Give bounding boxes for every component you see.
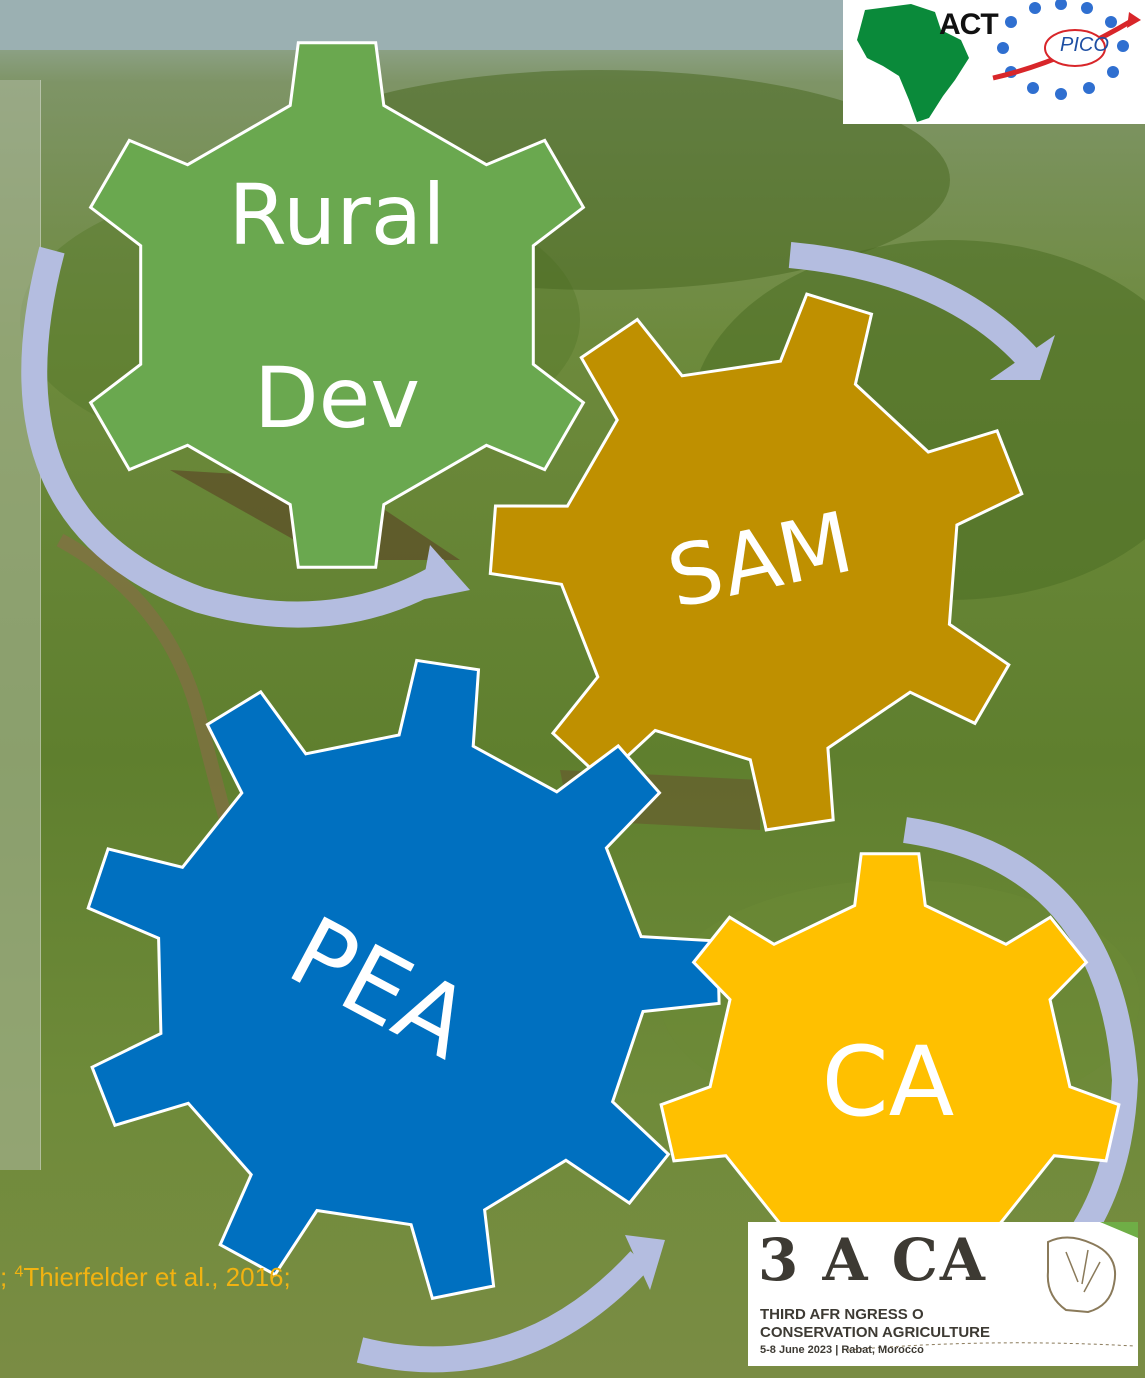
gear-label-dev: Dev [253,349,421,447]
reference-superscript: 4 [14,1263,24,1281]
act-logo-text: ACT [939,8,999,41]
act-pico-logo: ACT PICO [843,0,1145,124]
gear-label-rural: Rural [228,166,446,264]
reference-body: Thierfelder et al., 2016; [23,1262,291,1292]
reference-prefix: ; [0,1262,15,1292]
arrow-top-right-head [990,335,1055,380]
3acca-title: 3 A CA [758,1226,987,1294]
3acca-line-2: CONSERVATION AGRICULTURE [760,1324,991,1341]
3acca-congress-logo: 3 A CA THIRD AFR NGRESS O CONSERVATION A… [748,1222,1138,1366]
arrow-rural-to-sam [21,246,457,628]
pico-logo-text: PICO [1060,34,1109,56]
africa-map-icon [857,0,1141,122]
arrow-top-right [788,242,1040,369]
gear-rural-dev [88,41,586,569]
side-panel [0,80,41,1170]
3acca-line-1: THIRD AFR NGRESS O [760,1306,924,1323]
gear-label-ca: CA [821,1026,955,1138]
gear-pea [86,658,721,1301]
gear-sam [488,292,1024,832]
baobab-tree-icon [847,1222,1138,1351]
arrow-pea-to-ca-head [625,1235,665,1290]
3acca-line-3: 5-8 June 2023 | Rabat, Morocco [760,1344,924,1356]
arrow-pea-to-ca [356,1251,650,1373]
arrow-rural-to-sam-head [420,545,470,600]
reference-citation: ; 4Thierfelder et al., 2016; [0,1262,291,1293]
